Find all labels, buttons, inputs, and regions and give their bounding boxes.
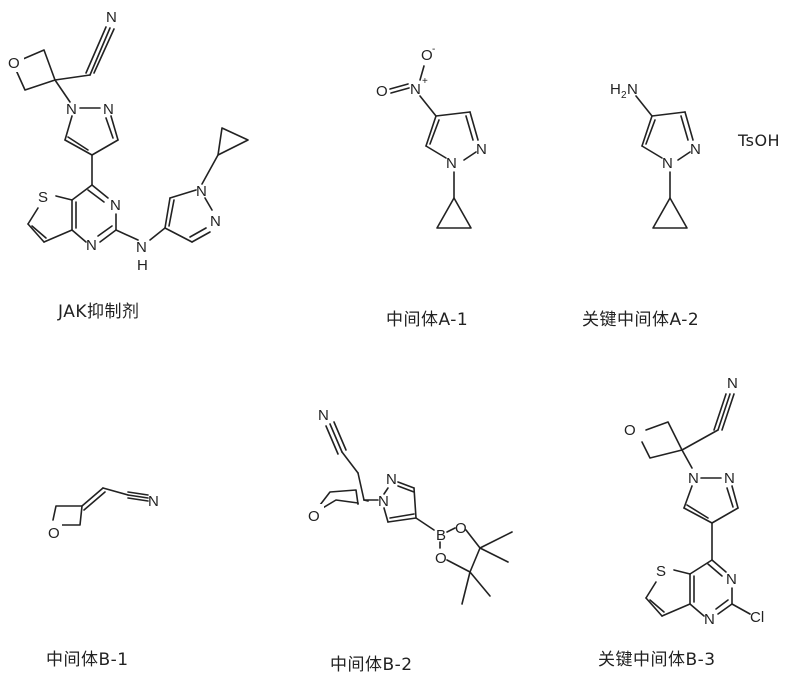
jak-inhibitor-structure: N O N N N N S	[6, 9, 249, 274]
svg-text:N: N	[318, 407, 329, 424]
svg-text:N: N	[103, 101, 114, 118]
svg-text:O: O	[435, 550, 447, 567]
key-intermediate-b3-structure: N O N N N N S	[622, 375, 764, 628]
compound-intermediate-a1: O - O N + N N 中间体A-1	[340, 0, 540, 340]
svg-text:N: N	[196, 183, 207, 200]
svg-text:O: O	[376, 83, 388, 100]
intermediate-b1-structure: O N	[46, 487, 159, 542]
svg-text:N: N	[476, 141, 487, 158]
svg-text:N: N	[727, 375, 738, 392]
svg-text:N: N	[110, 197, 121, 214]
svg-text:N: N	[106, 9, 117, 26]
svg-text:-: -	[432, 44, 435, 55]
compound-label: 中间体A-1	[386, 310, 469, 330]
svg-text:N: N	[446, 155, 457, 172]
svg-text:H: H	[610, 81, 621, 98]
compound-label: 中间体B-2	[330, 655, 413, 675]
svg-text:H: H	[137, 257, 148, 274]
svg-text:O: O	[624, 422, 636, 439]
svg-text:N: N	[66, 101, 77, 118]
svg-text:N: N	[704, 611, 715, 628]
svg-text:Cl: Cl	[750, 609, 764, 626]
svg-text:O: O	[308, 508, 320, 525]
compound-jak-inhibitor: N O N N N N S	[0, 0, 280, 340]
svg-text:N: N	[86, 237, 97, 254]
svg-text:O: O	[421, 47, 433, 64]
svg-text:S: S	[656, 563, 666, 580]
compound-label: 中间体B-1	[46, 650, 129, 670]
compound-label: 关键中间体B-3	[598, 650, 716, 670]
svg-text:N: N	[210, 213, 221, 230]
svg-text:N: N	[662, 155, 673, 172]
svg-text:O: O	[8, 55, 20, 72]
intermediate-b2-structure: N O N N B O O	[308, 407, 513, 605]
compound-label: 关键中间体A-2	[582, 310, 700, 330]
compound-intermediate-b2: N O N N B O O 中间体B-2	[280, 380, 540, 676]
svg-text:B: B	[436, 527, 446, 544]
svg-text:N: N	[386, 471, 397, 488]
svg-text:N: N	[148, 493, 159, 510]
svg-text:N: N	[378, 493, 389, 510]
svg-text:N: N	[688, 470, 699, 487]
intermediate-a1-structure: O - O N + N N	[376, 44, 487, 229]
salt-label: TsOH	[738, 131, 781, 150]
svg-text:2: 2	[621, 90, 627, 101]
compound-intermediate-b1: O N 中间体B-1	[0, 380, 200, 676]
compound-key-intermediate-b3: N O N N N N S	[560, 360, 800, 676]
svg-text:O: O	[48, 525, 60, 542]
svg-text:N: N	[726, 571, 737, 588]
compound-key-intermediate-a2: H 2 N N N TsOH 关键中间体A-2	[582, 0, 800, 340]
svg-text:N: N	[410, 81, 421, 98]
svg-text:+: +	[422, 76, 428, 87]
svg-text:O: O	[455, 520, 467, 537]
key-intermediate-a2-structure: H 2 N N N	[610, 81, 701, 229]
svg-text:N: N	[136, 239, 147, 256]
svg-text:S: S	[38, 189, 48, 206]
compound-label: JAK抑制剂	[58, 302, 140, 322]
svg-text:N: N	[627, 81, 638, 98]
svg-text:N: N	[724, 470, 735, 487]
svg-text:N: N	[690, 141, 701, 158]
